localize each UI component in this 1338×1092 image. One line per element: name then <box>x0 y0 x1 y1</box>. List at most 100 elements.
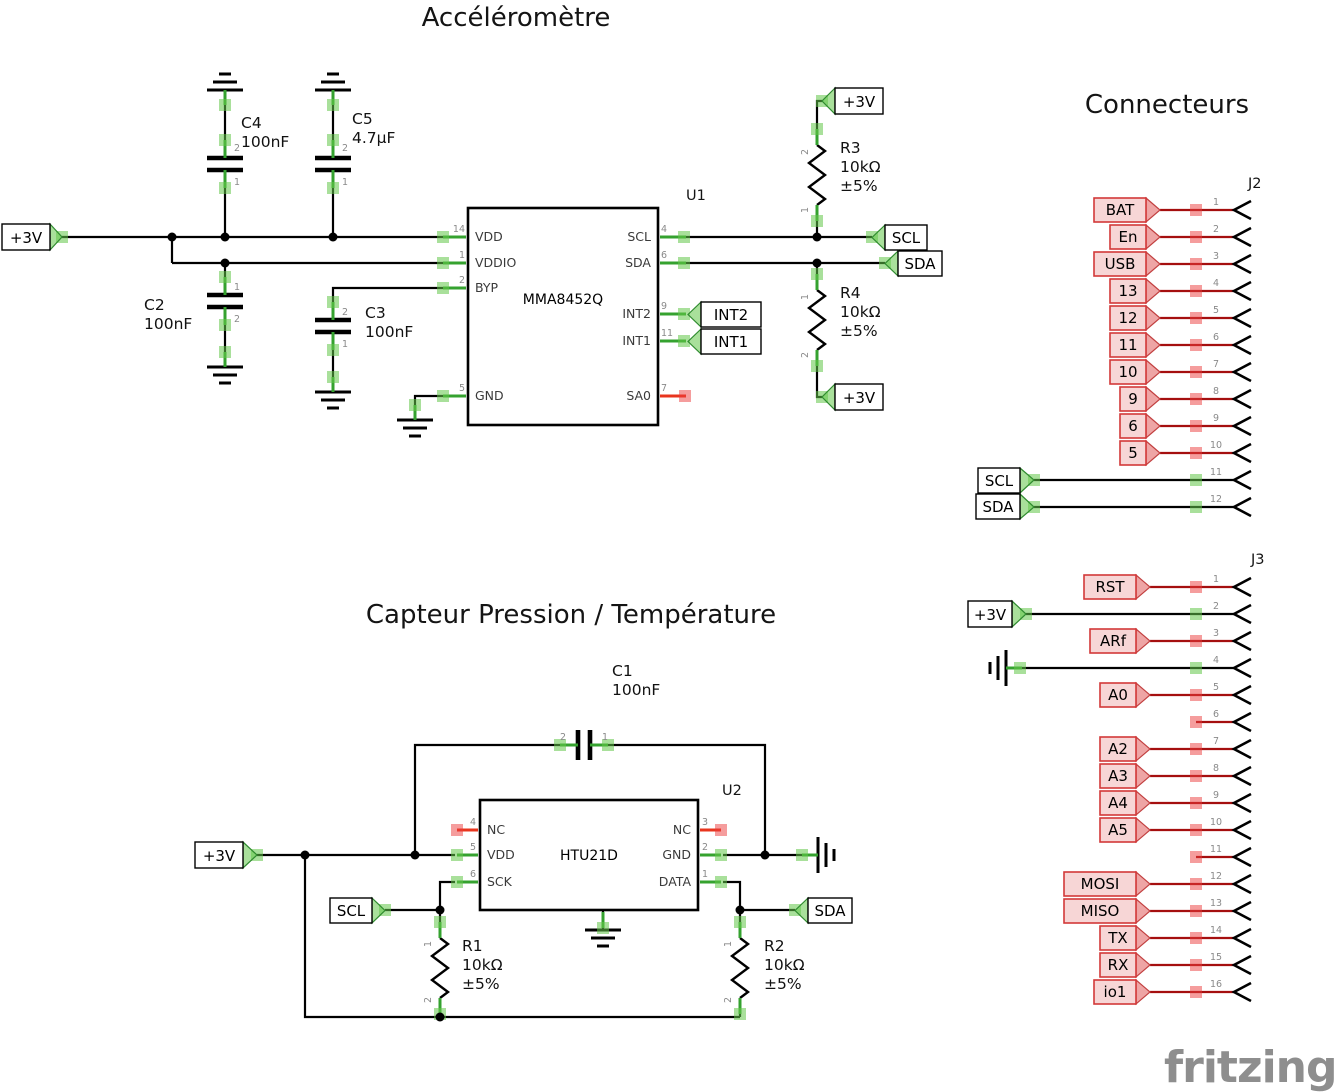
net-label-box <box>1109 224 1147 250</box>
u1-pin-vdd: VDD <box>475 229 503 244</box>
pin-highlight <box>219 271 231 283</box>
title-accelerometer: Accéléromètre <box>422 3 611 33</box>
net-label-scl-pressure: SCL <box>329 896 386 925</box>
net-label-box <box>1099 952 1137 978</box>
power-triangle-icon <box>1011 599 1027 629</box>
junction-dot <box>328 232 338 242</box>
pin-highlight <box>1190 662 1202 674</box>
pin-highlight-unconnected <box>1190 285 1202 297</box>
r4-value: 10kΩ <box>840 303 881 321</box>
u1-pin-sda: SDA <box>625 255 651 270</box>
net-triangle-icon <box>1135 681 1151 709</box>
pin-highlight <box>715 849 727 861</box>
j3-pinnum: 14 <box>1210 925 1222 936</box>
j2-pinnum: 7 <box>1213 359 1219 370</box>
u2-pin-gnd: GND <box>662 847 691 862</box>
net-label-text: 12 <box>1118 309 1137 327</box>
pin-highlight <box>734 916 746 928</box>
j2-pinnum: 11 <box>1210 467 1222 478</box>
ground-icon <box>315 72 351 92</box>
net-label-box <box>1119 440 1147 466</box>
pin-highlight <box>734 1008 746 1020</box>
c5-pinnum-bottom: 1 <box>342 177 348 188</box>
junction-dot <box>220 258 230 268</box>
j3-label-io1: io1 <box>1093 978 1151 1006</box>
j3-refdes: J3 <box>1250 552 1265 568</box>
c4-pinnum-bottom: 1 <box>234 177 240 188</box>
net-label-text: USB <box>1105 255 1136 273</box>
net-label-text: SCL <box>892 229 921 247</box>
net-label-box <box>1099 925 1137 951</box>
net-label-box <box>897 250 943 277</box>
c1-refdes: C1 <box>612 662 633 680</box>
net-triangle-icon <box>871 223 886 252</box>
net-label-text: RST <box>1095 578 1125 596</box>
j2-pinnum: 6 <box>1213 332 1219 343</box>
u1-pinnum-vdd: 14 <box>453 224 465 235</box>
net-triangle-icon <box>1135 816 1151 844</box>
j3-label-a0: A0 <box>1099 681 1151 709</box>
pin-highlight <box>327 296 339 308</box>
pin-highlight <box>811 268 823 280</box>
c3-value: 100nF <box>365 323 413 341</box>
u1-pin-vddio: VDDIO <box>475 255 516 270</box>
net-label-text: 13 <box>1118 282 1137 300</box>
c4-pinnum-top: 2 <box>234 143 240 154</box>
j3-socket-icons <box>1231 576 1252 1003</box>
u1-pinnum-byp: 2 <box>459 275 465 286</box>
net-label-box <box>1083 574 1137 600</box>
u2-pinnum-sck: 6 <box>470 869 476 880</box>
pin-legs-connected <box>223 90 819 420</box>
net-triangle-icon <box>884 249 899 278</box>
u2-pinnum-gnd: 2 <box>702 842 708 853</box>
net-label-box <box>884 224 928 251</box>
c3-pinnum-bottom: 1 <box>342 339 348 350</box>
j2-label-5: 5 <box>1119 439 1161 467</box>
j2-label-13: 13 <box>1109 277 1161 305</box>
j2-pinnum: 4 <box>1213 278 1219 289</box>
net-triangle-icon <box>1135 951 1151 979</box>
j3-pinnum: 12 <box>1210 871 1222 882</box>
ground-icon <box>816 837 836 873</box>
net-label-text: SCL <box>337 902 366 920</box>
net-label-box <box>700 328 762 355</box>
pin-highlight-unconnected <box>679 390 691 402</box>
resistor-r1-icon <box>430 937 450 999</box>
r2-pinnum-top: 1 <box>723 941 734 947</box>
pin-highlight <box>1014 662 1026 674</box>
net-triangle-icon <box>1145 412 1161 440</box>
u1-pinnum-gnd: 5 <box>459 383 465 394</box>
junction-dot <box>435 905 445 915</box>
power-triangle-icon <box>821 382 836 412</box>
junction-dot <box>435 1012 445 1022</box>
net-label-text: INT1 <box>714 333 748 351</box>
net-label-box <box>1099 682 1137 708</box>
net-label-text: TX <box>1107 929 1127 947</box>
resistor-r2-icon <box>730 937 750 999</box>
c1-pinnum-left: 2 <box>560 732 566 743</box>
c2-pinnum-top: 1 <box>234 282 240 293</box>
net-label-box <box>807 897 853 924</box>
pin-highlight <box>327 344 339 356</box>
title-connectors: Connecteurs <box>1085 90 1249 120</box>
u2-pin-nc-right: NC <box>673 822 691 837</box>
pin-highlight <box>327 182 339 194</box>
pin-highlight-unconnected <box>1190 905 1202 917</box>
capacitor-c4-icon <box>207 155 243 173</box>
power-label-box <box>834 383 884 411</box>
pin-highlight <box>219 346 231 358</box>
net-triangle-icon <box>794 896 809 925</box>
u2-pinnum-nc-right: 3 <box>702 817 708 828</box>
j3-label-a4: A4 <box>1099 789 1151 817</box>
u2-pin-sck: SCK <box>487 874 513 889</box>
title-pressure: Capteur Pression / Température <box>366 600 776 630</box>
j3-label-mosi: MOSI <box>1063 870 1151 898</box>
net-label-box <box>1093 251 1147 277</box>
section-accelerometer: Accéléromètre <box>1 3 943 438</box>
r3-pinnum-bottom: 1 <box>800 207 811 213</box>
junction-dot <box>812 258 822 268</box>
ground-icon <box>207 365 243 385</box>
net-label-text: SCL <box>985 472 1014 490</box>
net-label-box <box>1089 628 1137 654</box>
j2-label-sda: SDA <box>975 492 1035 521</box>
